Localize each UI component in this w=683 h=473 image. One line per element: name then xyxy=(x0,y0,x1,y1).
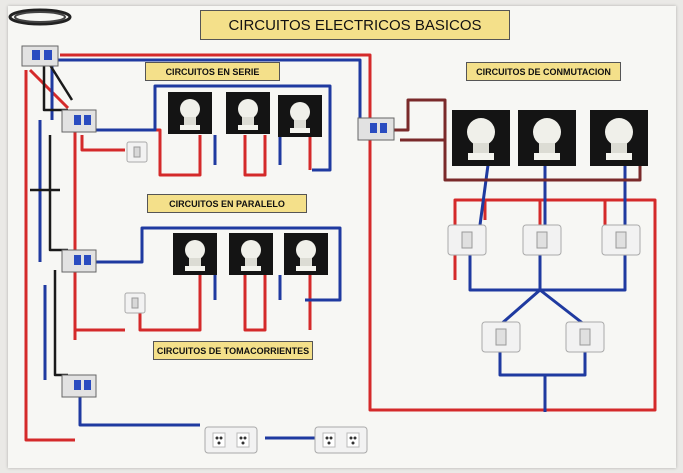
neutral-wires xyxy=(38,55,627,440)
bulb-conmutacion-2 xyxy=(518,110,576,166)
switch-conmutacion-5 xyxy=(565,321,605,353)
bulb-serie-1 xyxy=(168,92,212,134)
breaker-main xyxy=(21,45,59,67)
switch-conmutacion-3 xyxy=(601,224,641,256)
bulb-serie-2 xyxy=(226,92,270,134)
diagram-title: CIRCUITOS ELECTRICOS BASICOS xyxy=(200,10,510,40)
return-wires xyxy=(380,98,642,182)
bulb-conmutacion-3 xyxy=(590,110,648,166)
switch-conmutacion-2 xyxy=(522,224,562,256)
breaker-tomacorrientes xyxy=(61,374,97,398)
bulb-serie-3 xyxy=(278,95,322,137)
switch-serie xyxy=(126,141,148,163)
label-circuitos-tomacorrientes: CIRCUITOS DE TOMACORRIENTES xyxy=(153,341,313,360)
outlet-1 xyxy=(204,426,258,454)
paper-sheet xyxy=(8,6,676,468)
label-circuitos-serie: CIRCUITOS EN SERIE xyxy=(145,62,280,81)
cable-coil xyxy=(8,8,72,26)
breaker-paralelo xyxy=(61,249,97,273)
phase-wires xyxy=(24,53,657,442)
label-circuitos-paralelo: CIRCUITOS EN PARALELO xyxy=(147,194,307,213)
breaker-serie xyxy=(61,109,97,133)
label-circuitos-conmutacion: CIRCUITOS DE CONMUTACION xyxy=(466,62,621,81)
bulb-paralelo-2 xyxy=(229,233,273,275)
breaker-conmutacion xyxy=(357,117,395,141)
switch-paralelo xyxy=(124,292,146,314)
switch-conmutacion-4 xyxy=(481,321,521,353)
bulb-conmutacion-1 xyxy=(452,110,510,166)
bulb-paralelo-3 xyxy=(284,233,328,275)
switch-conmutacion-1 xyxy=(447,224,487,256)
outlet-2 xyxy=(314,426,368,454)
bulb-paralelo-1 xyxy=(173,233,217,275)
